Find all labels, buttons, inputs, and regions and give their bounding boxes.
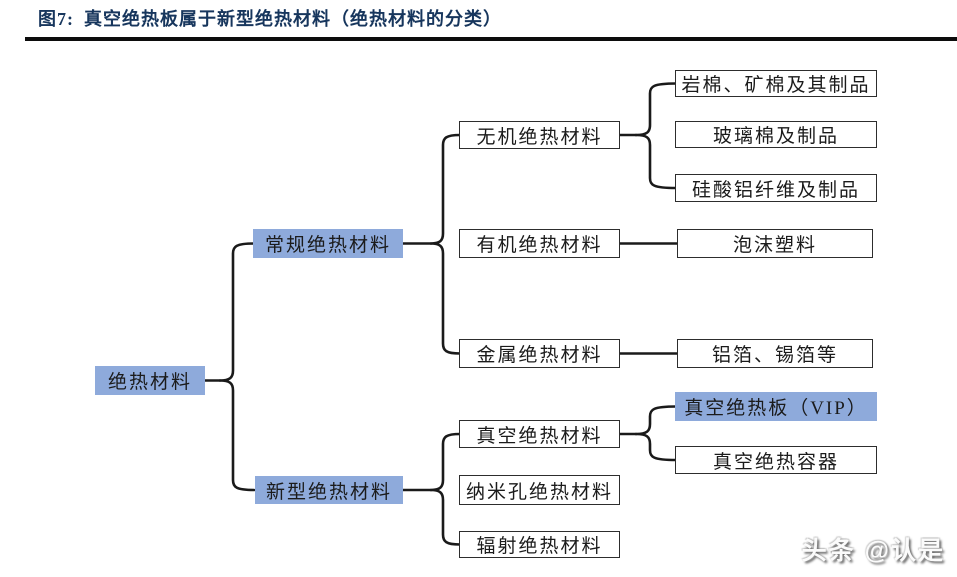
node-metal-insulation: 金属绝热材料 — [459, 339, 620, 368]
toutiao-watermark: 头条 @认是 — [801, 537, 945, 565]
node-insulation-materials: 绝热材料 — [95, 366, 205, 395]
node-organic-insulation: 有机绝热材料 — [459, 229, 620, 258]
node-conventional-insulation: 常规绝热材料 — [253, 229, 403, 258]
node-vacuum-insulation: 真空绝热材料 — [459, 420, 620, 448]
node-glass-wool-products: 玻璃棉及制品 — [675, 121, 877, 148]
figure-title: 图7: 真空绝热板属于新型绝热材料（绝热材料的分类） — [38, 5, 502, 31]
node-vacuum-insulation-panel-vip: 真空绝热板（VIP） — [675, 392, 877, 421]
title-divider-rule — [25, 37, 957, 41]
node-radiation-insulation: 辐射绝热材料 — [459, 531, 620, 558]
node-inorganic-insulation: 无机绝热材料 — [459, 121, 620, 149]
node-nanoporous-insulation: 纳米孔绝热材料 — [459, 475, 620, 505]
node-aluminum-silicate-fiber-products: 硅酸铝纤维及制品 — [675, 174, 877, 202]
figure-number-label: 图7: — [38, 9, 74, 29]
node-aluminum-tin-foil: 铝箔、锡箔等 — [677, 339, 873, 368]
node-vacuum-insulation-container: 真空绝热容器 — [675, 446, 877, 474]
node-foam-plastic: 泡沫塑料 — [677, 229, 873, 258]
node-new-type-insulation: 新型绝热材料 — [255, 476, 403, 504]
node-rock-wool-products: 岩棉、矿棉及其制品 — [675, 70, 877, 97]
figure-title-text: 真空绝热板属于新型绝热材料（绝热材料的分类） — [84, 9, 502, 29]
